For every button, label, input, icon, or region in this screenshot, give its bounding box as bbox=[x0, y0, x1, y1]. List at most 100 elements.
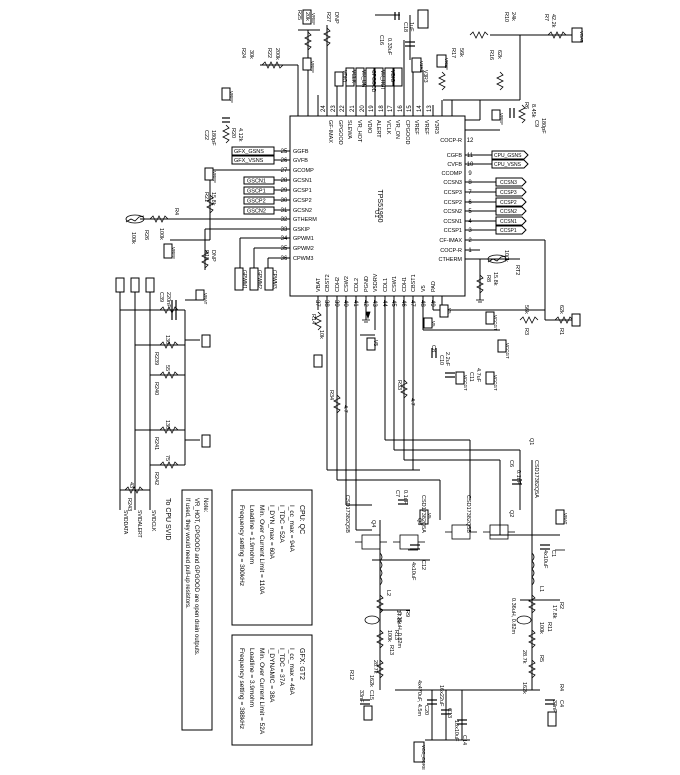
pin-name: ALERT bbox=[375, 120, 381, 138]
label-c11v: 4.7uF bbox=[475, 368, 481, 383]
pin-name: COCP-R bbox=[440, 138, 462, 144]
label-rt2v: 100k bbox=[503, 250, 509, 262]
net-tag-misc: VREF bbox=[444, 58, 449, 70]
label-r1: R1 bbox=[558, 328, 564, 335]
net-tag-misc: VCCGT bbox=[493, 375, 498, 391]
pin-num: 40 bbox=[342, 300, 348, 307]
note-line: VR_HOT, CPGOOD and GPGOOD are open drain… bbox=[193, 498, 199, 656]
pin-num: 4 bbox=[468, 219, 472, 225]
ic-bottom-pins: VBAT37CBST238CDH239CSW240CDL241PGND42V5D… bbox=[314, 273, 437, 307]
label-r16: R16 bbox=[488, 50, 494, 60]
net-tag-misc: V5 bbox=[427, 513, 432, 519]
pin-name: PAD bbox=[431, 281, 437, 292]
label-r12: R12 bbox=[348, 670, 354, 680]
pin-name: GVFB bbox=[293, 158, 308, 164]
note-box bbox=[181, 489, 213, 731]
label-r241v: 130 bbox=[164, 420, 170, 429]
cpu-note-line: Frequency setting = 300kHz bbox=[238, 505, 245, 586]
label-r9: R9 bbox=[404, 610, 410, 617]
label-c15v: 33nF bbox=[358, 690, 364, 703]
label-r12v: 162k bbox=[368, 675, 374, 687]
pin-name: CF-IMAX bbox=[439, 238, 462, 244]
label-l2: L2 bbox=[385, 590, 391, 596]
pin-num: 22 bbox=[340, 105, 346, 112]
label-r13bv: 28.7k bbox=[372, 660, 378, 674]
label-r11: R11 bbox=[546, 622, 552, 632]
pin-num: 41 bbox=[352, 300, 358, 307]
cpu-note-line: Min. Over Current Limit = 110A bbox=[258, 505, 265, 595]
label-l1: L1 bbox=[538, 586, 544, 592]
pin-name: GGFB bbox=[293, 149, 309, 155]
pin-num: 15 bbox=[407, 105, 413, 112]
label-r242v: 75 bbox=[164, 455, 170, 461]
label-r13: R13 bbox=[393, 630, 399, 640]
thermistors bbox=[125, 214, 532, 625]
pin-num: 45 bbox=[390, 300, 396, 307]
net-tag-bottom: CPWM3 bbox=[271, 270, 277, 289]
label-r5: R5 bbox=[538, 655, 544, 662]
label-r14v: 10k bbox=[318, 330, 324, 339]
gfx-note-line: I_TDC = 37A bbox=[278, 648, 285, 686]
pin-name: GCSP2 bbox=[293, 198, 312, 204]
label-r24: R24 bbox=[240, 48, 246, 58]
label-r25: R25 bbox=[296, 10, 302, 20]
cpu-note-line: I_TDC = 52A bbox=[278, 505, 285, 543]
net-tag-bottom: GPWM2 bbox=[256, 270, 262, 289]
ic-ref: U1 bbox=[373, 210, 379, 218]
pin-name: VREF bbox=[423, 120, 429, 135]
label-r1v: 62k bbox=[558, 305, 564, 314]
pin-name: CDH1 bbox=[402, 277, 408, 292]
pin-num: 17 bbox=[388, 105, 394, 112]
right-net-tags: CPU_GSNS CPU_VSNS CCSN3 CCSP3 CCSP2 CCSN… bbox=[491, 150, 529, 235]
pin-num: 44 bbox=[381, 300, 387, 307]
cpu-spec-box bbox=[231, 489, 313, 626]
pin-num: 27 bbox=[281, 168, 288, 174]
net-tag-misc: VCCGT bbox=[505, 343, 510, 359]
label-c6: C6 bbox=[508, 460, 514, 467]
label-r21v: 15.8k bbox=[210, 192, 216, 206]
pin-name: VDIO bbox=[366, 120, 372, 134]
svg-text:CCSN2: CCSN2 bbox=[500, 209, 517, 215]
pin-name: CCSP2 bbox=[444, 200, 462, 206]
pin-name: CCSP1 bbox=[444, 228, 462, 234]
label-r17v: 56k bbox=[458, 48, 464, 57]
label-r10: R10 bbox=[503, 12, 509, 22]
label-r3v: 56k bbox=[523, 305, 529, 314]
pin-name: GPWM1 bbox=[293, 236, 314, 242]
svg-text:CCSP1: CCSP1 bbox=[500, 228, 517, 234]
pin-num: 20 bbox=[360, 105, 366, 112]
label-q1p: CSD17382Q5A bbox=[533, 460, 539, 498]
pin-name: CSW1 bbox=[392, 276, 398, 292]
label-r34: R34 bbox=[328, 390, 334, 400]
net-tag-top: VR_HOT bbox=[379, 70, 385, 90]
pin-num: 29 bbox=[281, 188, 288, 194]
label-q2: Q2 bbox=[508, 510, 514, 517]
label-c10: C10 bbox=[438, 355, 444, 365]
pin-name: VR_HOT bbox=[356, 120, 362, 143]
label-r2: R2 bbox=[558, 602, 564, 609]
pin-num: 28 bbox=[281, 178, 288, 184]
pin-name: VBAT bbox=[316, 277, 322, 292]
label-rt2: RT2 bbox=[514, 265, 520, 275]
label-r239v: 130 bbox=[164, 335, 170, 344]
label-q4p: CSD17382Q5B bbox=[344, 495, 350, 533]
label-r33: R33 bbox=[396, 380, 402, 390]
pin-name: GCSP1 bbox=[293, 188, 312, 194]
pin-num: 30 bbox=[281, 198, 288, 204]
label-c20v: 4x470uF, 4.5m bbox=[416, 680, 422, 716]
rail-tags bbox=[115, 9, 583, 763]
label-r243v: 43 bbox=[128, 482, 134, 488]
pin-name: GSKIP bbox=[293, 227, 310, 233]
pin-num: 26 bbox=[281, 158, 288, 164]
cpu-note-line: Loadline = 1.9mohm bbox=[248, 505, 255, 564]
label-c10v: 2.2uF bbox=[444, 352, 450, 367]
pin-num: 24 bbox=[321, 105, 327, 112]
label-r5v: 28.7k bbox=[521, 650, 527, 664]
net-tag-top: VDIO bbox=[341, 70, 347, 82]
label-c4v: 33nF bbox=[551, 700, 557, 713]
net-tag-bottom: GPWM1 bbox=[241, 270, 247, 289]
net-tag-misc: VBAT bbox=[579, 31, 584, 43]
